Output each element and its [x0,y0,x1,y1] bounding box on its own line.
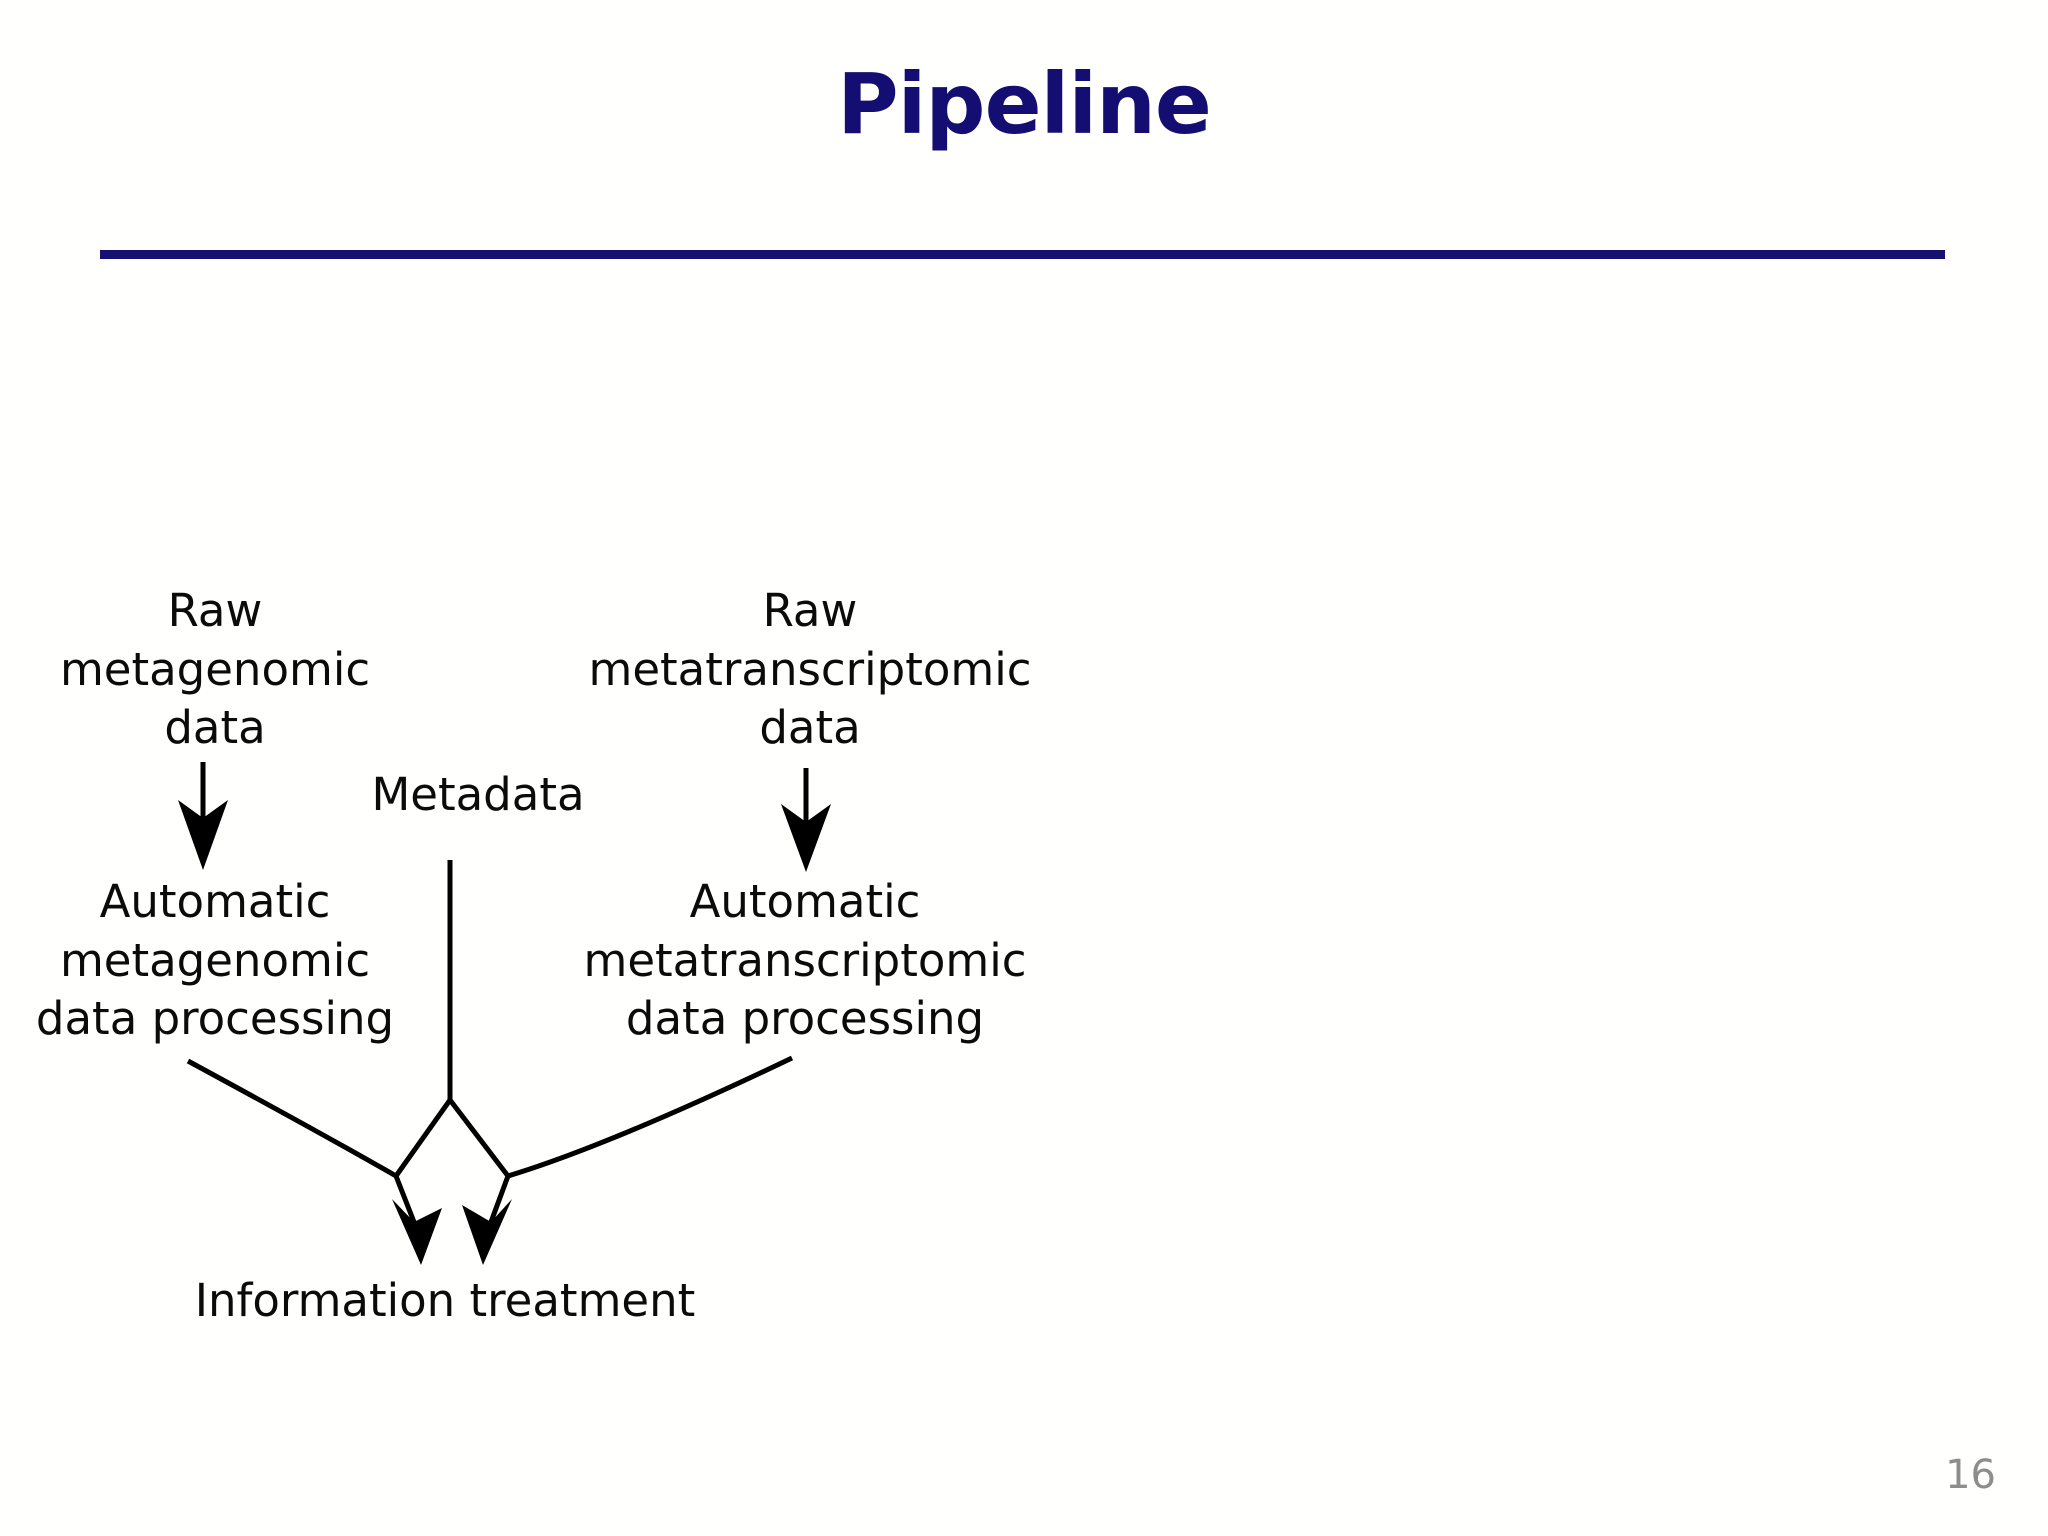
page-number: 16 [1945,1452,1996,1498]
edge-auto-metatranscriptomic-to-information [507,1055,794,1179]
node-raw-metagenomic-data: Raw metagenomic data [59,584,371,754]
node-raw-metatranscriptomic-data: Raw metatranscriptomic data [588,584,1032,754]
arrow-left-into-information-treatment [392,1175,442,1265]
edge-raw-metatranscriptomic-to-auto-metatranscriptomic [781,768,831,872]
title-divider [100,250,1945,259]
page-title: Pipeline [837,55,1212,153]
edge-metadata-right-branch [448,1098,510,1178]
node-metadata: Metadata [371,768,585,821]
arrow-right-into-information-treatment [462,1175,512,1265]
edge-raw-metagenomic-to-auto-metagenomic [178,762,228,870]
node-information-treatment: Information treatment [194,1274,696,1327]
node-automatic-metagenomic-data-processing: Automatic metagenomic data processing [35,875,395,1045]
edge-auto-metagenomic-to-information [186,1058,398,1179]
node-automatic-metatranscriptomic-data-processing: Automatic metatranscriptomic data proces… [583,875,1027,1045]
edge-metadata-left-branch [393,1098,453,1178]
